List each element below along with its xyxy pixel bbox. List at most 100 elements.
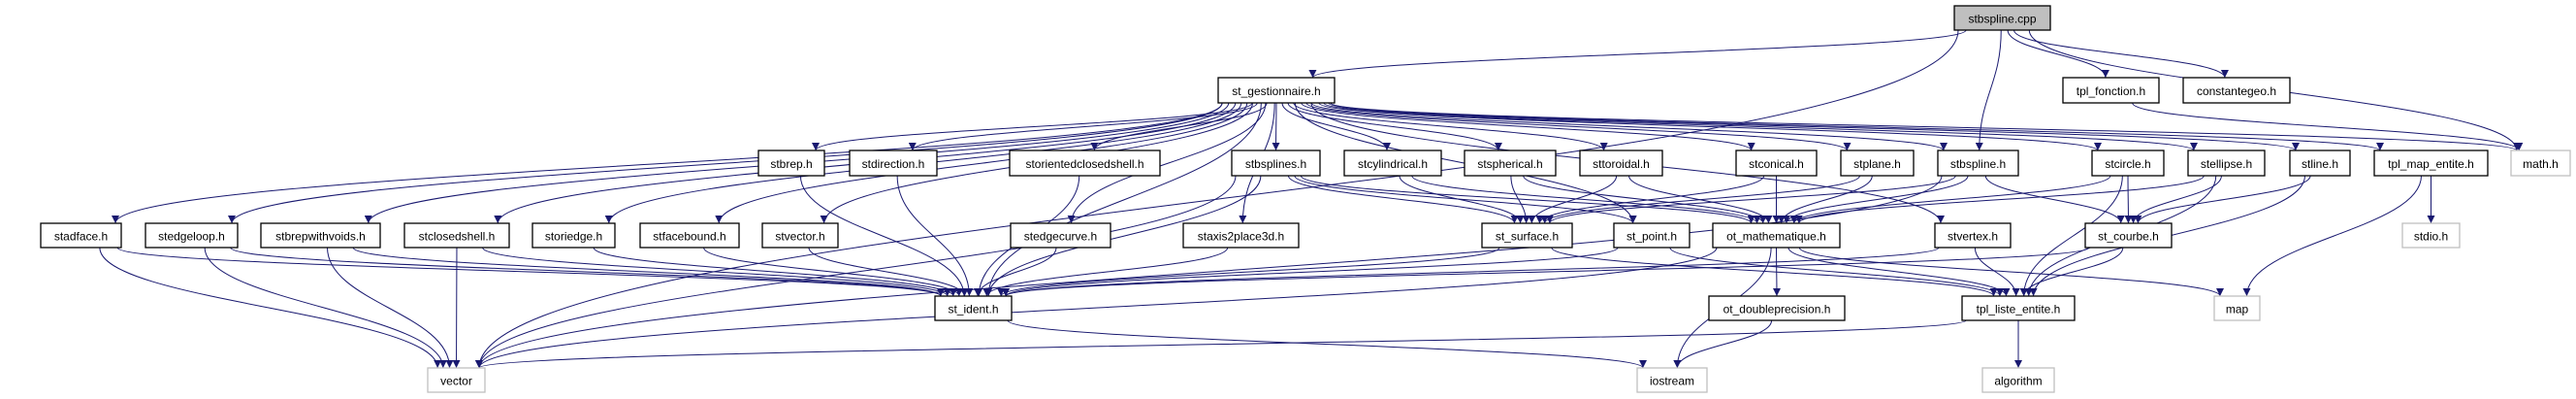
node-ot_doubleprecision[interactable]: ot_doubleprecision.h — [1708, 295, 1846, 321]
node-stellipse[interactable]: stellipse.h — [2187, 150, 2266, 177]
node-stline[interactable]: stline.h — [2289, 150, 2351, 177]
edge-st_gestionnaire-to-stcircle — [1318, 102, 2102, 151]
node-box[interactable] — [1961, 295, 2076, 321]
node-box[interactable] — [1579, 150, 1663, 177]
node-stbspline_cpp[interactable]: stbspline.cpp — [1953, 5, 2051, 31]
node-box[interactable] — [761, 222, 839, 249]
node-box[interactable] — [1182, 222, 1300, 249]
edge-stbspline_h-to-st_courbe — [1984, 175, 2125, 224]
edge-stfacebound-to-st_ident — [703, 247, 963, 297]
node-box[interactable] — [1481, 222, 1573, 249]
node-stedgecurve[interactable]: stedgecurve.h — [1010, 222, 1111, 249]
node-stbsplines[interactable]: stbsplines.h — [1231, 150, 1321, 177]
edge-st_gestionnaire-to-tpl_map_entite — [1330, 102, 2384, 151]
node-st_ident[interactable]: st_ident.h — [934, 295, 1013, 321]
node-label: stvector.h — [775, 230, 824, 244]
node-box[interactable] — [639, 222, 740, 249]
node-st_gestionnaire[interactable]: st_gestionnaire.h — [1217, 77, 1336, 104]
node-tpl_map_entite[interactable]: tpl_map_entite.h — [2373, 150, 2489, 177]
node-box[interactable] — [2062, 77, 2160, 104]
node-box[interactable] — [2187, 150, 2266, 177]
edge-st_surface-to-st_ident — [997, 247, 1500, 297]
edge-stbsplines-to-vector — [475, 175, 1237, 369]
node-constantegeo[interactable]: constantegeo.h — [2182, 77, 2291, 104]
edge-stspherical-to-st_surface — [1510, 175, 1530, 224]
node-st_surface[interactable]: st_surface.h — [1481, 222, 1573, 249]
edge-stbspline_cpp-to-constantegeo — [2013, 29, 2229, 79]
edge-stbsplines-to-st_surface — [1287, 175, 1519, 224]
node-box[interactable] — [1735, 150, 1818, 177]
node-storiedge[interactable]: storiedge.h — [531, 222, 616, 249]
node-box[interactable] — [403, 222, 510, 249]
node-staxis2place3d[interactable]: staxis2place3d.h — [1182, 222, 1300, 249]
node-box[interactable] — [1613, 222, 1690, 249]
node-tpl_liste_entite[interactable]: tpl_liste_entite.h — [1961, 295, 2076, 321]
node-sttoroidal[interactable]: sttoroidal.h — [1579, 150, 1663, 177]
node-ot_mathematique[interactable]: ot_mathematique.h — [1712, 222, 1841, 249]
node-box[interactable] — [1840, 150, 1915, 177]
node-box[interactable] — [1217, 77, 1336, 104]
node-stbrepwithvoids[interactable]: stbrepwithvoids.h — [260, 222, 381, 249]
node-storientedclosedshell[interactable]: storientedclosedshell.h — [1009, 150, 1161, 177]
node-stbspline_h[interactable]: stbspline.h — [1937, 150, 2019, 177]
node-label: stellipse.h — [2201, 157, 2252, 171]
edge-st_gestionnaire-to-stconical — [1301, 102, 1755, 151]
node-label: st_courbe.h — [2098, 230, 2159, 244]
node-label: storiedge.h — [545, 230, 602, 244]
node-st_courbe[interactable]: st_courbe.h — [2084, 222, 2173, 249]
edge-ot_mathematique-to-map — [1798, 247, 2224, 297]
edge-stbspline_cpp-to-tpl_fonction — [2007, 29, 2109, 79]
node-stvector[interactable]: stvector.h — [761, 222, 839, 249]
node-stconical[interactable]: stconical.h — [1735, 150, 1818, 177]
node-box[interactable] — [145, 222, 239, 249]
edge-st_point-to-st_ident — [1002, 247, 1619, 297]
node-box[interactable] — [1708, 295, 1846, 321]
node-stdirection[interactable]: stdirection.h — [849, 150, 938, 177]
node-stcircle[interactable]: stcircle.h — [2091, 150, 2165, 177]
node-box — [1636, 367, 1708, 393]
node-box[interactable] — [2084, 222, 2173, 249]
node-box[interactable] — [1712, 222, 1841, 249]
node-box — [427, 367, 486, 393]
node-box[interactable] — [849, 150, 938, 177]
node-box[interactable] — [757, 150, 825, 177]
edge-st_gestionnaire-to-storientedclosedshell — [1090, 102, 1268, 151]
edge-stbspline_cpp-to-vector — [475, 29, 1959, 369]
node-box[interactable] — [1953, 5, 2051, 31]
node-box[interactable] — [531, 222, 616, 249]
node-label: tpl_fonction.h — [2077, 84, 2145, 98]
node-box[interactable] — [1231, 150, 1321, 177]
node-label: st_ident.h — [948, 303, 998, 316]
node-box[interactable] — [2289, 150, 2351, 177]
edge-stbrepwithvoids-to-st_ident — [352, 247, 945, 297]
node-stspherical[interactable]: stspherical.h — [1464, 150, 1557, 177]
edge-stdirection-to-st_ident — [896, 175, 974, 297]
node-box[interactable] — [40, 222, 122, 249]
node-box[interactable] — [1464, 150, 1557, 177]
node-stedgeloop[interactable]: stedgeloop.h — [145, 222, 239, 249]
node-box[interactable] — [1937, 150, 2019, 177]
edge-st_gestionnaire-to-math — [1330, 102, 2521, 151]
node-box[interactable] — [260, 222, 381, 249]
node-stcylindrical[interactable]: stcylindrical.h — [1343, 150, 1442, 177]
node-box[interactable] — [2182, 77, 2291, 104]
node-box[interactable] — [1010, 222, 1111, 249]
node-stplane[interactable]: stplane.h — [1840, 150, 1915, 177]
node-box[interactable] — [2373, 150, 2489, 177]
node-tpl_fonction[interactable]: tpl_fonction.h — [2062, 77, 2160, 104]
edge-stadface-to-st_ident — [116, 247, 945, 297]
node-box[interactable] — [934, 295, 1013, 321]
node-stbrep[interactable]: stbrep.h — [757, 150, 825, 177]
node-stadface[interactable]: stadface.h — [40, 222, 122, 249]
node-box[interactable] — [2091, 150, 2165, 177]
node-box[interactable] — [1343, 150, 1442, 177]
node-box[interactable] — [1934, 222, 2012, 249]
node-st_point[interactable]: st_point.h — [1613, 222, 1690, 249]
edge-stbrep-to-st_ident — [799, 175, 969, 297]
node-stclosedshell[interactable]: stclosedshell.h — [403, 222, 510, 249]
node-label: stbspline.h — [1950, 157, 2006, 171]
node-box[interactable] — [1009, 150, 1161, 177]
node-stfacebound[interactable]: stfacebound.h — [639, 222, 740, 249]
node-stvertex[interactable]: stvertex.h — [1934, 222, 2012, 249]
